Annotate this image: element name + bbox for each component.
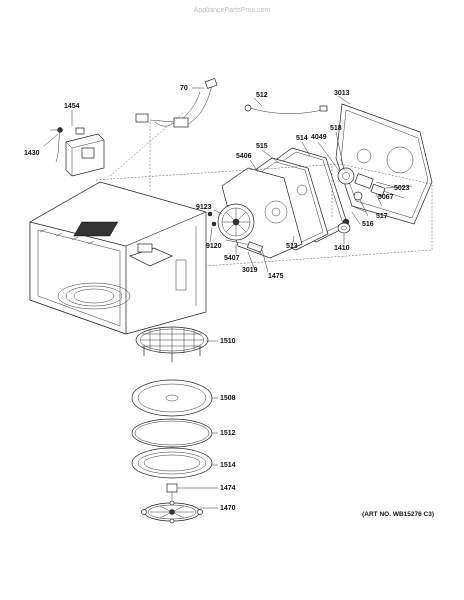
callout-516: 516 <box>362 221 374 228</box>
wire-harness-part <box>135 78 218 128</box>
callout-1474: 1474 <box>220 485 236 492</box>
callout-512: 512 <box>256 92 268 99</box>
callout-labels: 70 512 3013 1454 1430 518 514 4049 515 5… <box>24 85 410 512</box>
art-number: (ART NO. WB15276 C3) <box>362 511 434 518</box>
ring-1512 <box>131 418 213 448</box>
roller-ring-1470 <box>141 500 203 524</box>
oven-rack-1510 <box>135 326 209 362</box>
callout-1514: 1514 <box>220 462 236 469</box>
callout-517: 517 <box>376 213 388 220</box>
convection-fan-5407 <box>217 203 264 255</box>
callout-1410: 1410 <box>334 245 350 252</box>
callout-70: 70 <box>180 85 188 92</box>
callout-1454: 1454 <box>64 103 80 110</box>
callout-5023: 5023 <box>394 185 410 192</box>
panel-stack <box>221 147 349 259</box>
callout-518: 518 <box>330 125 342 132</box>
callout-3019: 3019 <box>242 267 258 274</box>
callout-4049: 4049 <box>311 134 327 141</box>
callout-1470: 1470 <box>220 505 236 512</box>
callout-1475: 1475 <box>268 273 284 280</box>
callout-9123: 9123 <box>196 204 212 211</box>
callout-5406: 5406 <box>236 153 252 160</box>
callout-1510: 1510 <box>220 338 236 345</box>
watermark-text: AppliancePartsPros.com <box>194 7 271 14</box>
part-1410 <box>337 222 351 234</box>
bracket-assembly-1454 <box>50 127 105 177</box>
callout-514: 514 <box>296 135 308 142</box>
oven-cavity <box>29 181 207 335</box>
callout-5407: 5407 <box>224 255 240 262</box>
back-cover-3013 <box>335 103 433 225</box>
wire-part-512 <box>244 104 328 114</box>
callout-1512: 1512 <box>220 430 236 437</box>
callout-9120: 9120 <box>206 243 222 250</box>
callout-513: 513 <box>286 243 298 250</box>
chassis-outline <box>95 111 433 267</box>
callout-1430: 1430 <box>24 150 40 157</box>
callout-3013: 3013 <box>334 90 350 97</box>
callout-5067: 5067 <box>378 194 394 201</box>
callout-1508: 1508 <box>220 395 236 402</box>
tray-1514 <box>131 447 213 479</box>
leader-lines <box>43 87 413 509</box>
motor-assembly <box>337 167 386 226</box>
turntable-tray-1508 <box>131 379 213 417</box>
callout-515: 515 <box>256 143 268 150</box>
coupler-1474 <box>166 483 178 500</box>
